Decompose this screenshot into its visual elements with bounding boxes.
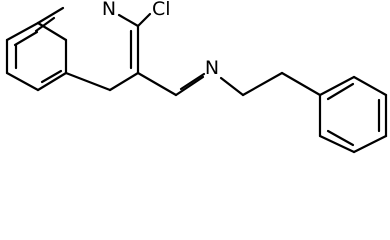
bond-c5-c8a-inner: [13, 30, 39, 47]
bond-ph-c2-c3: [318, 134, 356, 154]
bond-c8-c7: [5, 71, 40, 92]
bond-c3-c4: [108, 71, 140, 92]
atom-labels: N Cl N: [102, 0, 219, 79]
bond-c7-c6-inner: [40, 69, 63, 84]
bond-n-ch2: [219, 76, 245, 97]
bond-lines: [5, 6, 388, 154]
bond-c2-cl: [136, 12, 152, 28]
bond-c8a-n1-inner: [34, 16, 56, 33]
bond-ph-c3-c4: [352, 134, 388, 154]
bond-c3-ch: [136, 71, 178, 97]
bond-c7-c6: [36, 71, 68, 92]
chlorine-label: Cl: [152, 0, 171, 20]
bond-ch2-ch2: [241, 71, 284, 97]
ring-nitrogen-label: N: [102, 0, 116, 20]
bond-n1-c2: [117, 13, 140, 28]
bond-ph-c6-c1-inner: [326, 82, 355, 101]
bond-c8a-n1: [36, 6, 65, 25]
bond-c5-c8a: [5, 21, 40, 42]
bond-ch-n-double: [179, 72, 206, 91]
bond-ph-c2-c3-inner: [326, 129, 355, 147]
imine-nitrogen-label: N: [205, 57, 219, 79]
bond-ph-c5-c6: [352, 75, 388, 97]
bond-ch-n: [174, 75, 205, 97]
bond-c4-c4a: [64, 71, 112, 92]
chemical-structure-diagram: N Cl N: [5, 0, 388, 154]
bond-ph-c6-c1: [318, 75, 356, 97]
bond-ch2-phenyl: [280, 71, 322, 97]
